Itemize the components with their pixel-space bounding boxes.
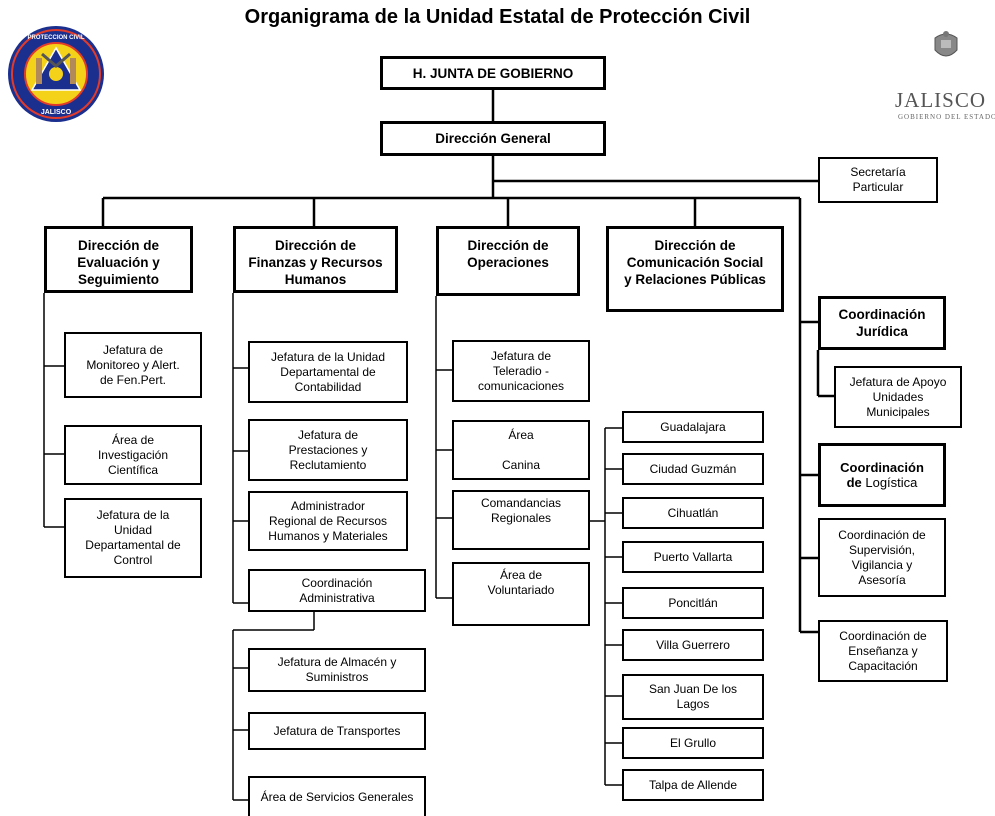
coordinacion-administrativa-box: Coordinación Administrativa [248,569,426,612]
page-title: Organigrama de la Unidad Estatal de Prot… [244,6,751,28]
jalisco-government-logo: JALISCO GOBIERNO DEL ESTADO [895,30,995,125]
region-cihuatlan-box: Cihuatlán [622,497,764,529]
region-guadalajara-box: Guadalajara [622,411,764,443]
jefatura-monitoreo-box: Jefatura de Monitoreo y Alert. de Fen.Pe… [64,332,202,398]
junta-de-gobierno-box: H. JUNTA DE GOBIERNO [380,56,606,90]
jefatura-apoyo-unidades-box: Jefatura de Apoyo Unidades Municipales [834,366,962,428]
coordinacion-logistica-bold: Coordinación de [840,460,924,490]
coordinacion-logistica-rest: Logística [861,475,918,490]
coordinacion-logistica-box: Coordinación de Logística [818,443,946,507]
region-el-grullo-box: El Grullo [622,727,764,759]
coordinacion-ensenanza-box: Coordinación de Enseñanza y Capacitación [818,620,948,682]
area-servicios-generales-box: Área de Servicios Generales [248,776,426,816]
direccion-comunicacion-box: Dirección de Comunicación Social y Relac… [606,226,784,312]
coordinacion-juridica-box: Coordinación Jurídica [818,296,946,350]
direccion-finanzas-box: Dirección de Finanzas y Recursos Humanos [233,226,398,293]
svg-text:PROTECCION CIVIL: PROTECCION CIVIL [27,35,84,41]
jefatura-control-box: Jefatura de la Unidad Departamental de C… [64,498,202,578]
coordinacion-supervision-box: Coordinación de Supervisión, Vigilancia … [818,518,946,597]
proteccion-civil-seal-logo: JALISCO PROTECCION CIVIL [6,24,106,129]
jefatura-prestaciones-box: Jefatura de Prestaciones y Reclutamiento [248,419,408,481]
direccion-general-box: Dirección General [380,121,606,156]
area-investigacion-box: Área de Investigación Científica [64,425,202,485]
region-san-juan-de-los-lagos-box: San Juan De los Lagos [622,674,764,720]
region-poncitlan-box: Poncitlán [622,587,764,619]
jefatura-almacen-box: Jefatura de Almacén y Suministros [248,648,426,692]
direccion-evaluacion-box: Dirección de Evaluación y Seguimiento [44,226,193,293]
area-canina-box: Área Canina [452,420,590,480]
svg-text:JALISCO: JALISCO [41,109,72,116]
area-voluntariado-box: Área de Voluntariado [452,562,590,626]
administrador-regional-box: Administrador Regional de Recursos Human… [248,491,408,551]
direccion-operaciones-box: Dirección de Operaciones [436,226,580,296]
region-villa-guerrero-box: Villa Guerrero [622,629,764,661]
secretaria-particular-box: Secretaría Particular [818,157,938,203]
comandancias-regionales-box: Comandancias Regionales [452,490,590,550]
jefatura-contabilidad-box: Jefatura de la Unidad Departamental de C… [248,341,408,403]
jefatura-teleradio-box: Jefatura de Teleradio - comunicaciones [452,340,590,402]
coat-of-arms-icon [934,31,958,57]
region-ciudad-guzman-box: Ciudad Guzmán [622,453,764,485]
jefatura-transportes-box: Jefatura de Transportes [248,712,426,750]
region-talpa-de-allende-box: Talpa de Allende [622,769,764,801]
region-puerto-vallarta-box: Puerto Vallarta [622,541,764,573]
